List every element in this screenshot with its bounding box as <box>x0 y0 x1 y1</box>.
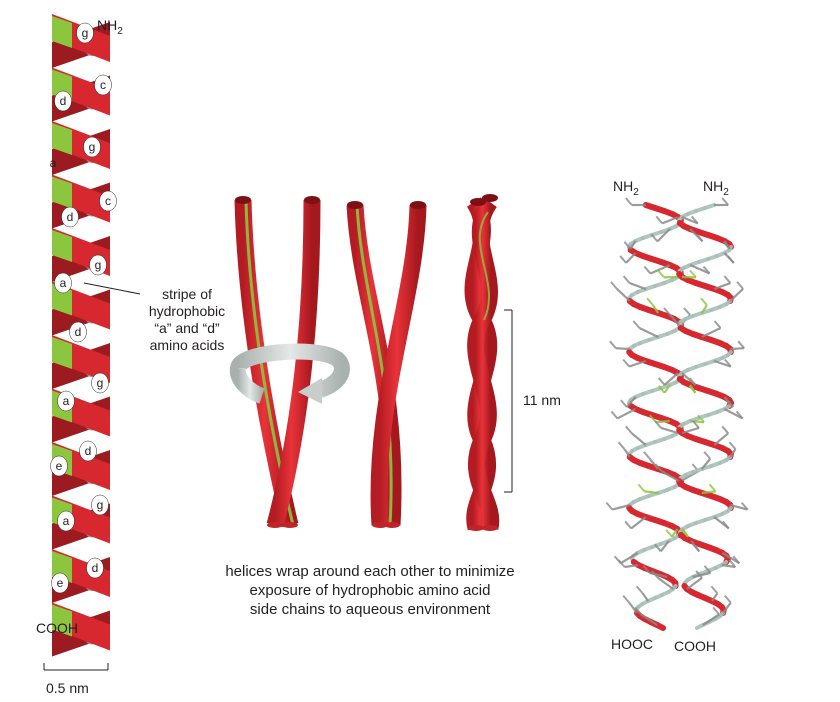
scale-bar <box>43 663 109 671</box>
structure-helix-left <box>605 197 700 631</box>
svg-text:g: g <box>95 258 102 272</box>
rotation-arrow <box>229 343 350 404</box>
structure-nh2-left: NH2 <box>613 178 639 198</box>
heptad-label-c: c <box>94 74 112 96</box>
helix-turn <box>52 335 110 389</box>
rod-pair-1 <box>234 196 321 528</box>
heptad-label-d: d <box>79 440 97 462</box>
length-label: 11 nm <box>523 392 561 408</box>
rod-pair-3 <box>464 194 500 531</box>
svg-text:d: d <box>60 94 67 108</box>
heptad-label-g: g <box>91 494 109 516</box>
heptad-label-e: e <box>51 572 69 594</box>
svg-text:a: a <box>60 276 67 290</box>
svg-text:c: c <box>105 194 111 208</box>
coiled-coil-structure-model <box>605 197 749 631</box>
length-bracket <box>504 309 513 493</box>
svg-text:e: e <box>56 459 63 473</box>
svg-text:a: a <box>63 394 70 408</box>
scale-label: 0.5 nm <box>46 680 89 696</box>
caption: helices wrap around each other to minimi… <box>225 563 515 618</box>
stripe-label: stripe of hydrophobic “a” and “d” amino … <box>148 286 226 353</box>
helix-turn <box>52 602 110 657</box>
helix-nh2-label: NH2 <box>97 17 123 37</box>
rod-pair-2 <box>346 201 427 528</box>
heptad-label-d: d <box>69 321 87 343</box>
heptad-label-a: a <box>57 510 75 532</box>
svg-text:g: g <box>97 498 104 512</box>
svg-text:d: d <box>67 210 74 224</box>
svg-text:g: g <box>82 26 89 40</box>
stripe-leader-line <box>83 282 141 295</box>
svg-text:a: a <box>63 514 70 528</box>
svg-text:g: g <box>97 376 104 390</box>
svg-text:g: g <box>89 140 96 154</box>
heptad-label-c: c <box>99 190 117 212</box>
heptad-label-d: d <box>61 206 79 228</box>
heptad-position-labels: g c d g a d c a g d g a d e g a d e <box>50 22 117 594</box>
structure-nh2-right: NH2 <box>703 178 729 198</box>
heptad-label-g: g <box>91 372 109 394</box>
svg-text:e: e <box>57 576 64 590</box>
svg-text:d: d <box>85 444 92 458</box>
heptad-label-g: g <box>83 136 101 158</box>
helix-turn <box>52 121 110 175</box>
coiled-coil-rods <box>229 194 500 531</box>
heptad-label-e: e <box>50 455 68 477</box>
helix-turn <box>52 281 110 336</box>
svg-text:c: c <box>100 78 106 92</box>
heptad-label-g: g <box>76 22 94 44</box>
structure-helix-right <box>654 197 749 630</box>
structure-cooh-label: COOH <box>674 638 716 654</box>
structure-hooc-label: HOOC <box>611 636 653 652</box>
heptad-label-d: d <box>54 90 72 112</box>
heptad-label-a: a <box>54 272 72 294</box>
svg-text:d: d <box>75 325 82 339</box>
heptad-label-g: g <box>89 254 107 276</box>
svg-text:d: d <box>92 561 99 575</box>
heptad-label-d: d <box>86 557 104 579</box>
helix-turn <box>52 14 110 68</box>
heptad-label-a: a <box>50 156 57 170</box>
heptad-label-a: a <box>57 390 75 412</box>
helix-cooh-label: COOH <box>36 620 78 636</box>
svg-text:a: a <box>50 156 57 170</box>
